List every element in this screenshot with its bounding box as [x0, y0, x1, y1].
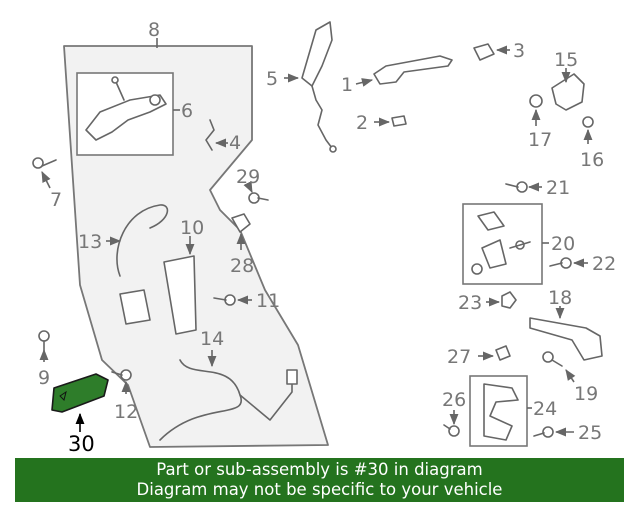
bumper-28 — [231, 213, 251, 233]
callout-10: 10 — [180, 217, 204, 239]
callout-8: 8 — [148, 19, 160, 41]
latch-cable-13 — [116, 204, 169, 277]
callout-18: 18 — [548, 287, 572, 309]
callout-30: 30 — [68, 432, 95, 456]
banner-line-2: Diagram may not be specific to your vehi… — [136, 480, 503, 499]
callout-3: 3 — [513, 40, 525, 62]
callout-12: 12 — [114, 401, 138, 423]
bolt-20 — [509, 240, 531, 250]
callout-19: 19 — [574, 383, 598, 405]
callout-15: 15 — [554, 49, 578, 71]
callout-29: 29 — [236, 166, 260, 188]
clip-27 — [495, 345, 511, 361]
callout-28: 28 — [230, 255, 254, 277]
bolt-19 — [542, 351, 563, 367]
bolt-25 — [533, 426, 554, 438]
leader-7 — [41, 170, 51, 189]
callout-2: 2 — [356, 112, 368, 134]
handle-cap — [473, 43, 495, 61]
callout-17: 17 — [528, 129, 552, 151]
leader-1 — [355, 78, 374, 87]
leader-29 — [243, 180, 253, 194]
highlighted-part-30[interactable] — [51, 373, 109, 413]
callout-6: 6 — [181, 100, 193, 122]
banner-line-1: Part or sub-assembly is #30 in diagram — [156, 460, 483, 479]
callout-14: 14 — [200, 328, 224, 350]
hinge-bracket-20a — [477, 211, 505, 231]
callout-20: 20 — [551, 233, 575, 255]
callout-11: 11 — [256, 290, 280, 312]
small-bracket — [391, 115, 407, 127]
outside-handle-frame — [301, 21, 337, 153]
callout-9: 9 — [38, 367, 50, 389]
screw-7 — [32, 157, 57, 169]
clip-part-4 — [205, 119, 215, 151]
bolt-9 — [38, 330, 50, 351]
actuator-part — [119, 289, 151, 325]
latch-remote-part — [85, 76, 167, 141]
bolt-26 — [443, 424, 460, 437]
bolt-22 — [549, 257, 572, 269]
callout-5: 5 — [266, 68, 278, 90]
callout-24: 24 — [533, 398, 557, 420]
nut-17 — [529, 94, 543, 108]
outside-handle — [373, 55, 453, 85]
callout-box-20 — [462, 203, 543, 285]
callout-7: 7 — [50, 189, 62, 211]
callout-13: 13 — [78, 231, 102, 253]
bolt-11 — [213, 294, 236, 306]
door-check-18 — [529, 317, 603, 361]
callout-4: 4 — [229, 132, 241, 154]
hinge-upper — [551, 73, 585, 111]
module-10 — [163, 255, 197, 335]
callout-1: 1 — [341, 74, 353, 96]
screw-12 — [111, 369, 132, 381]
callout-22: 22 — [592, 253, 616, 275]
hinge-bracket-20b — [481, 239, 507, 269]
leader-19 — [565, 369, 576, 383]
bolt-29 — [248, 192, 269, 204]
nut-20 — [471, 263, 483, 275]
callout-26: 26 — [442, 389, 466, 411]
hinge-lower-24 — [483, 383, 519, 441]
info-banner: Part or sub-assembly is #30 in diagram D… — [15, 458, 624, 502]
callout-21: 21 — [546, 177, 570, 199]
plug-23 — [501, 291, 517, 309]
bolt-16 — [582, 116, 594, 128]
bolt-21 — [505, 181, 528, 193]
callout-16: 16 — [580, 149, 604, 171]
callout-27: 27 — [447, 346, 471, 368]
callout-25: 25 — [578, 422, 602, 444]
callout-23: 23 — [458, 292, 482, 314]
